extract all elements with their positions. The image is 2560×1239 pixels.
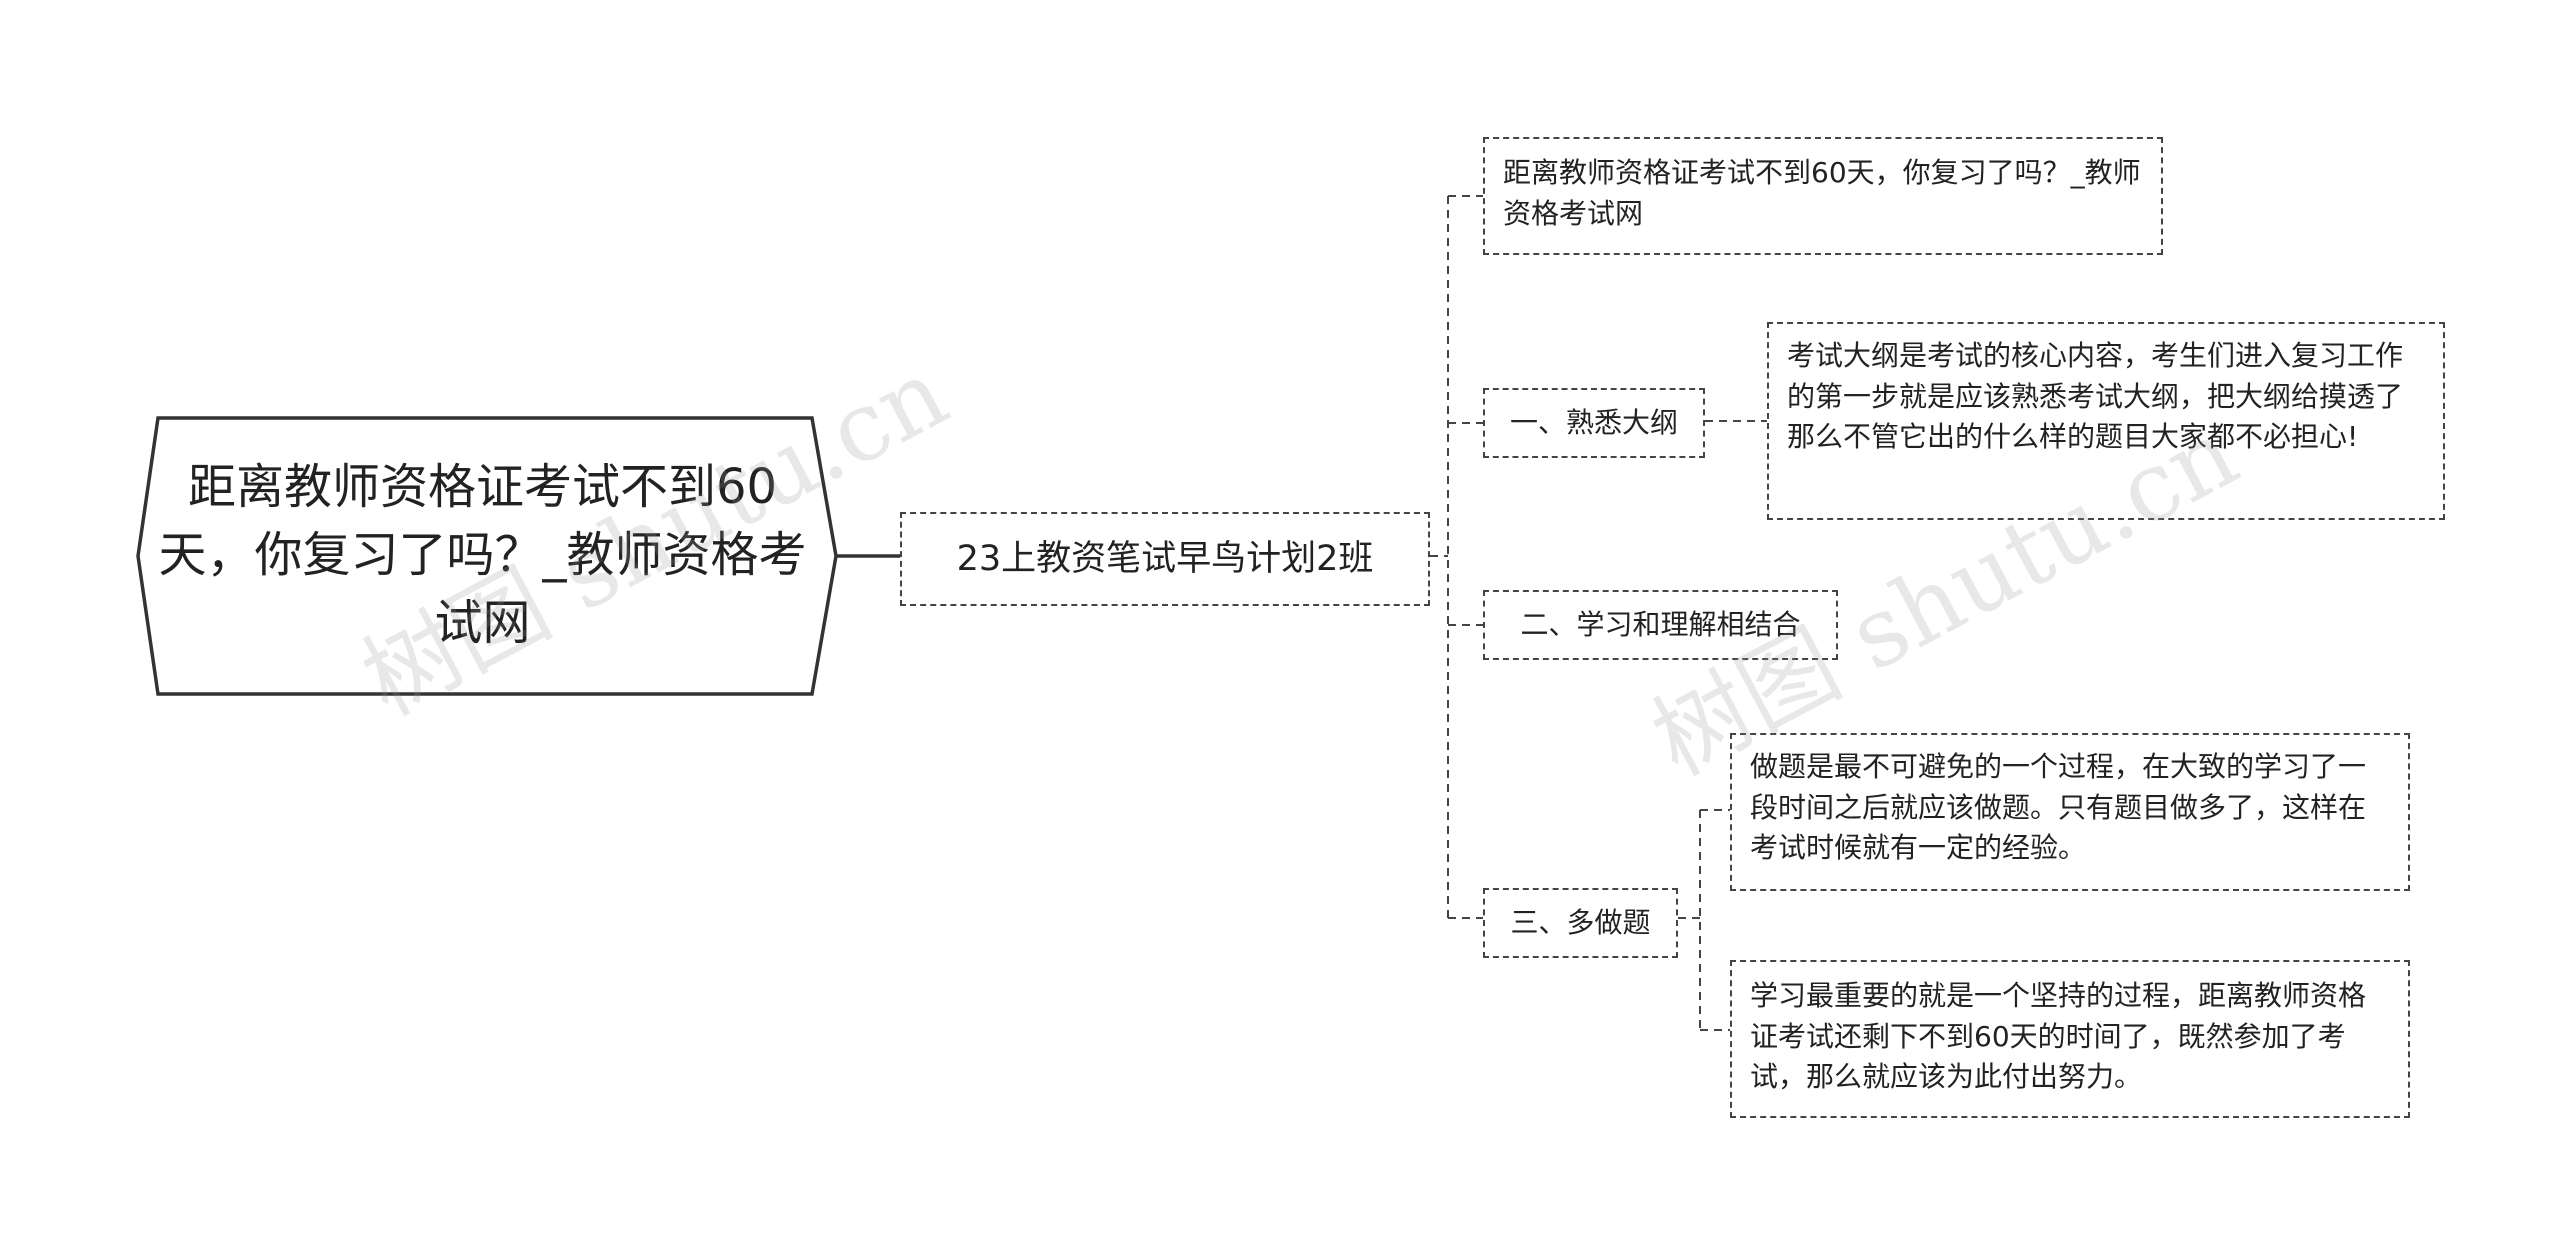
title-copy-node[interactable]: 距离教师资格证考试不到60天，你复习了吗？_教师资格考试网 bbox=[1483, 137, 2163, 255]
section-practice-detail-2[interactable]: 学习最重要的就是一个坚持的过程，距离教师资格证考试还剩下不到60天的时间了，既然… bbox=[1730, 960, 2410, 1118]
center-node-shape bbox=[136, 416, 838, 696]
center-topic-label: 距离教师资格证考试不到60天，你复习了吗？_教师资格考试网 bbox=[158, 458, 807, 652]
section-familiarize-outline-label: 一、熟悉大纲 bbox=[1509, 405, 1678, 439]
section-practice-detail-1[interactable]: 做题是最不可避免的一个过程，在大致的学习了一段时间之后就应该做题。只有题目做多了… bbox=[1730, 733, 2410, 891]
section-familiarize-outline-detail[interactable]: 考试大纲是考试的核心内容，考生们进入复习工作的第一步就是应该熟悉考试大纲，把大纲… bbox=[1767, 322, 2445, 520]
section-study-understand-node[interactable]: 二、学习和理解相结合 bbox=[1483, 590, 1838, 660]
section-study-understand-label: 二、学习和理解相结合 bbox=[1520, 607, 1801, 641]
section-practice-detail-1-text: 做题是最不可避免的一个过程，在大致的学习了一段时间之后就应该做题。只有题目做多了… bbox=[1750, 750, 2367, 865]
title-copy-label: 距离教师资格证考试不到60天，你复习了吗？_教师资格考试网 bbox=[1503, 156, 2141, 230]
section-practice-detail-2-text: 学习最重要的就是一个坚持的过程，距离教师资格证考试还剩下不到60天的时间了，既然… bbox=[1750, 979, 2367, 1094]
section-practice-label: 三、多做题 bbox=[1510, 905, 1651, 939]
plan-node[interactable]: 23上教资笔试早鸟计划2班 bbox=[900, 512, 1430, 606]
section-familiarize-outline-node[interactable]: 一、熟悉大纲 bbox=[1483, 388, 1705, 458]
center-topic[interactable]: 距离教师资格证考试不到60天，你复习了吗？_教师资格考试网 bbox=[150, 410, 815, 700]
plan-node-label: 23上教资笔试早鸟计划2班 bbox=[956, 538, 1374, 579]
section-familiarize-outline-detail-text: 考试大纲是考试的核心内容，考生们进入复习工作的第一步就是应该熟悉考试大纲，把大纲… bbox=[1787, 339, 2404, 454]
section-practice-node[interactable]: 三、多做题 bbox=[1483, 888, 1678, 958]
